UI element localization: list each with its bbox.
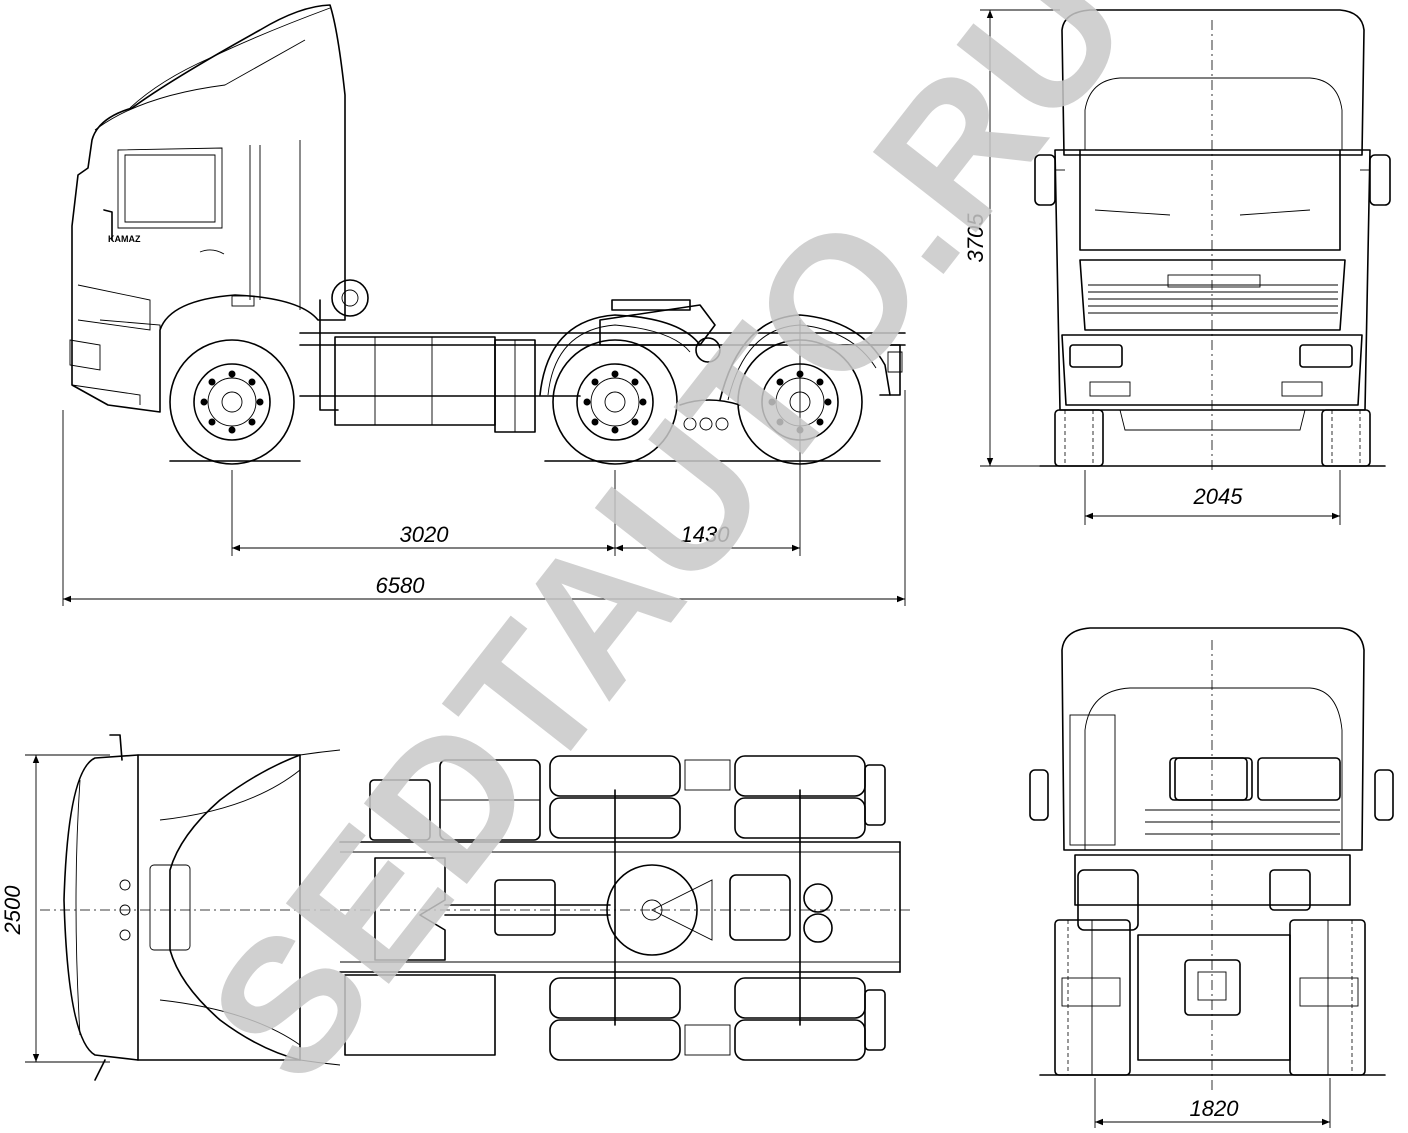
svg-text:3705: 3705	[963, 213, 988, 263]
dimension-wheelbase-rear: 1430	[615, 522, 800, 552]
rear-tyres-top	[549, 755, 886, 1061]
front-wheel	[169, 339, 295, 465]
dimension-rear-track: 1820	[1095, 1096, 1330, 1126]
svg-text:3020: 3020	[400, 522, 450, 547]
svg-text:6580: 6580	[376, 573, 426, 598]
dimension-front-track: 2045	[1085, 484, 1340, 520]
cab-badge: KAMAZ	[108, 234, 141, 244]
dimension-overall-length: 6580	[62, 573, 905, 603]
dimension-wheelbase-front: 3020	[232, 522, 615, 552]
svg-text:1430: 1430	[681, 522, 731, 547]
side-view: KAMAZ	[62, 4, 906, 606]
svg-text:2045: 2045	[1193, 484, 1244, 509]
rear-wheel-1	[552, 339, 678, 465]
dimension-overall-height: 3705	[963, 10, 994, 466]
dimension-overall-width: 2500	[0, 755, 40, 1062]
rear-view: 1820	[1029, 627, 1394, 1128]
top-view: 2500	[0, 734, 910, 1081]
svg-text:2500: 2500	[0, 885, 25, 936]
svg-text:1820: 1820	[1190, 1096, 1240, 1121]
front-view: 3705 2045	[963, 9, 1391, 525]
